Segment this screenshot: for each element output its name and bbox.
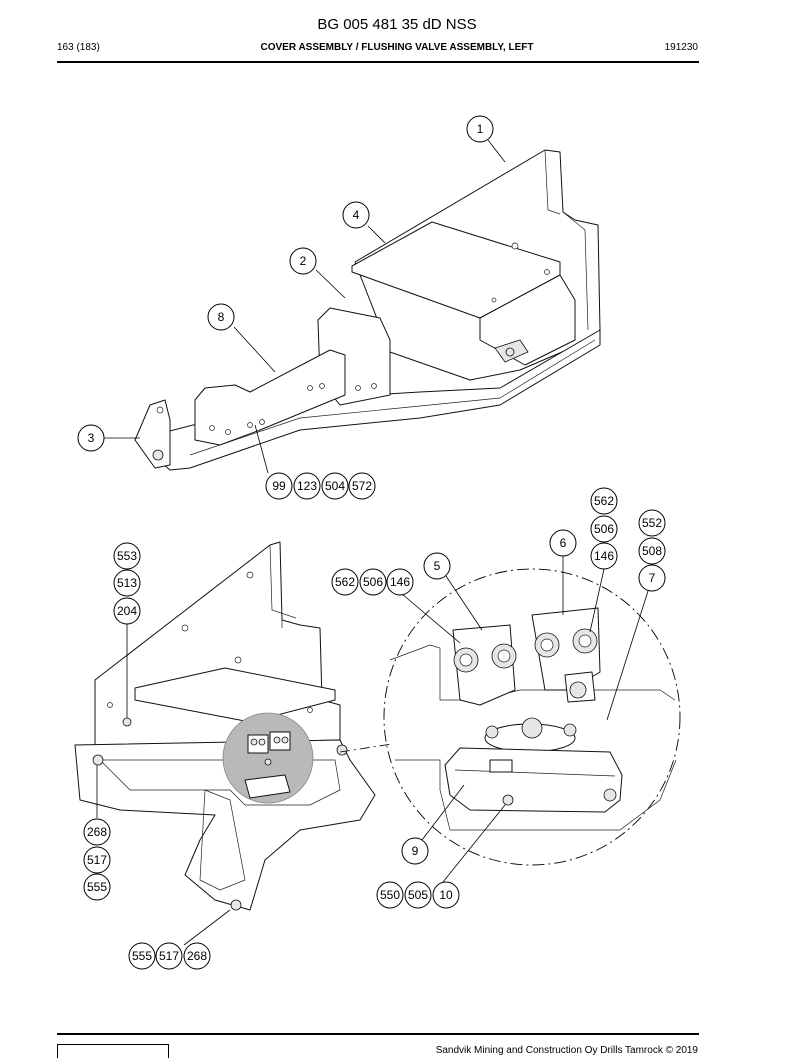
page-number: 163 (183) bbox=[57, 42, 100, 53]
callout-505: 505 bbox=[404, 881, 432, 909]
callout-9: 9 bbox=[401, 837, 429, 865]
callout-146-left: 146 bbox=[386, 568, 414, 596]
svg-text:562: 562 bbox=[335, 575, 355, 589]
svg-text:506: 506 bbox=[594, 522, 614, 536]
callout-99: 99 bbox=[265, 472, 293, 500]
document-number: BG 005 481 35 dD NSS bbox=[317, 16, 477, 33]
svg-text:506: 506 bbox=[363, 575, 383, 589]
callout-268-left: 268 bbox=[83, 818, 111, 846]
callout-10: 10 bbox=[432, 881, 460, 909]
callout-1: 1 bbox=[466, 115, 494, 143]
svg-text:268: 268 bbox=[187, 949, 207, 963]
svg-text:553: 553 bbox=[117, 549, 137, 563]
callout-268-bottom: 268 bbox=[183, 942, 211, 970]
callout-555-left: 555 bbox=[83, 873, 111, 901]
callout-146-right: 146 bbox=[590, 542, 618, 570]
callout-555-bottom: 555 bbox=[128, 942, 156, 970]
callout-550: 550 bbox=[376, 881, 404, 909]
callout-123: 123 bbox=[293, 472, 321, 500]
svg-text:508: 508 bbox=[642, 544, 662, 558]
svg-text:146: 146 bbox=[594, 549, 614, 563]
callout-517-bottom: 517 bbox=[155, 942, 183, 970]
svg-text:2: 2 bbox=[300, 254, 307, 268]
svg-text:505: 505 bbox=[408, 888, 428, 902]
svg-text:555: 555 bbox=[87, 880, 107, 894]
callout-562-right: 562 bbox=[590, 487, 618, 515]
callout-204: 204 bbox=[113, 597, 141, 625]
bottom-left-assembly-drawing bbox=[74, 541, 376, 911]
svg-text:504: 504 bbox=[325, 479, 345, 493]
svg-text:6: 6 bbox=[560, 536, 567, 550]
svg-text:146: 146 bbox=[390, 575, 410, 589]
section-title: COVER ASSEMBLY / FLUSHING VALVE ASSEMBLY… bbox=[260, 42, 534, 53]
svg-text:99: 99 bbox=[272, 479, 286, 493]
svg-text:9: 9 bbox=[412, 844, 419, 858]
callout-2: 2 bbox=[289, 247, 317, 275]
callout-553: 553 bbox=[113, 542, 141, 570]
svg-text:572: 572 bbox=[352, 479, 372, 493]
callout-506-right: 506 bbox=[590, 515, 618, 543]
header-rule bbox=[57, 61, 699, 63]
callout-506-left: 506 bbox=[359, 568, 387, 596]
svg-text:10: 10 bbox=[439, 888, 453, 902]
svg-text:517: 517 bbox=[159, 949, 179, 963]
svg-text:3: 3 bbox=[88, 431, 95, 445]
callout-6: 6 bbox=[549, 529, 577, 557]
callout-7: 7 bbox=[638, 564, 666, 592]
svg-text:1: 1 bbox=[477, 122, 484, 136]
svg-text:550: 550 bbox=[380, 888, 400, 902]
svg-text:204: 204 bbox=[117, 604, 137, 618]
brand-logo bbox=[57, 1044, 169, 1058]
svg-text:555: 555 bbox=[132, 949, 152, 963]
top-assembly-drawing bbox=[134, 149, 601, 471]
detail-view-drawing bbox=[383, 568, 681, 866]
svg-text:123: 123 bbox=[297, 479, 317, 493]
svg-text:8: 8 bbox=[218, 310, 225, 324]
callout-513: 513 bbox=[113, 569, 141, 597]
callout-552: 552 bbox=[638, 509, 666, 537]
svg-text:517: 517 bbox=[87, 853, 107, 867]
svg-text:552: 552 bbox=[642, 516, 662, 530]
callout-517-left: 517 bbox=[83, 846, 111, 874]
callout-5: 5 bbox=[423, 552, 451, 580]
svg-text:5: 5 bbox=[434, 559, 441, 573]
date-code: 191230 bbox=[664, 42, 698, 53]
callout-504: 504 bbox=[321, 472, 349, 500]
svg-text:7: 7 bbox=[649, 571, 656, 585]
callout-562-left: 562 bbox=[331, 568, 359, 596]
callout-8: 8 bbox=[207, 303, 235, 331]
svg-text:268: 268 bbox=[87, 825, 107, 839]
callout-3: 3 bbox=[77, 424, 105, 452]
svg-text:4: 4 bbox=[353, 208, 360, 222]
svg-text:562: 562 bbox=[594, 494, 614, 508]
footer-copyright: Sandvik Mining and Construction Oy Drill… bbox=[435, 1045, 698, 1056]
svg-text:513: 513 bbox=[117, 576, 137, 590]
callout-508: 508 bbox=[638, 537, 666, 565]
footer-rule bbox=[57, 1033, 699, 1035]
callout-4: 4 bbox=[342, 201, 370, 229]
callout-572: 572 bbox=[348, 472, 376, 500]
